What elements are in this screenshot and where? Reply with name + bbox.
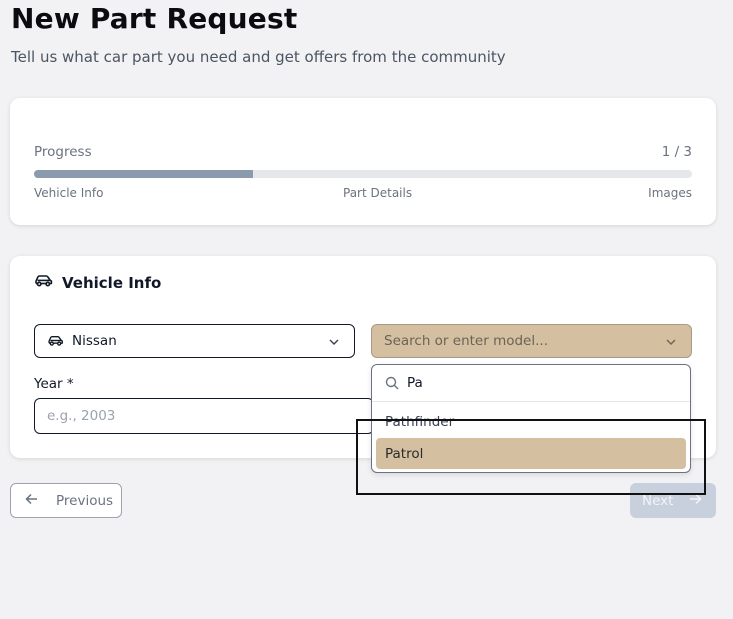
model-search-field[interactable]: Pa [372,365,690,402]
arrow-right-icon [689,493,703,509]
year-input[interactable] [34,398,374,434]
progress-count: 1 / 3 [661,144,692,160]
search-icon [385,376,399,390]
section-header: Vehicle Info [34,274,161,292]
progress-card: Progress 1 / 3 Vehicle Info Part Details… [10,98,716,225]
page-subtitle: Tell us what car part you need and get o… [11,48,506,66]
dropdown-option-pathfinder[interactable]: Pathfinder [385,413,455,430]
step-vehicle-info: Vehicle Info [34,186,104,200]
model-search-value: Pa [407,375,423,391]
year-label: Year * [34,376,74,392]
step-part-details: Part Details [343,186,413,200]
vehicle-info-card: Vehicle Info Nissan Search or enter mode… [10,256,716,458]
next-label: Next [642,492,674,509]
model-dropdown: Pa Pathfinder Patrol [371,364,691,473]
page-title: New Part Request [11,2,298,35]
progress-label: Progress [34,144,92,160]
step-images: Images [648,186,692,200]
previous-button[interactable]: Previous [10,483,122,518]
car-icon [34,274,53,292]
arrow-left-icon [25,493,38,509]
dropdown-option-patrol[interactable]: Patrol [376,438,686,469]
make-select-value: Nissan [72,333,117,349]
previous-label: Previous [56,492,114,509]
model-select-placeholder: Search or enter model... [384,333,548,349]
progress-fill [34,170,254,178]
chevron-down-icon [665,336,677,352]
progress-bar [34,170,692,178]
model-select[interactable]: Search or enter model... [371,324,692,358]
chevron-down-icon [328,336,340,352]
next-button[interactable]: Next [630,483,716,518]
section-title: Vehicle Info [62,274,162,292]
make-select[interactable]: Nissan [34,324,355,358]
car-icon [47,335,64,347]
